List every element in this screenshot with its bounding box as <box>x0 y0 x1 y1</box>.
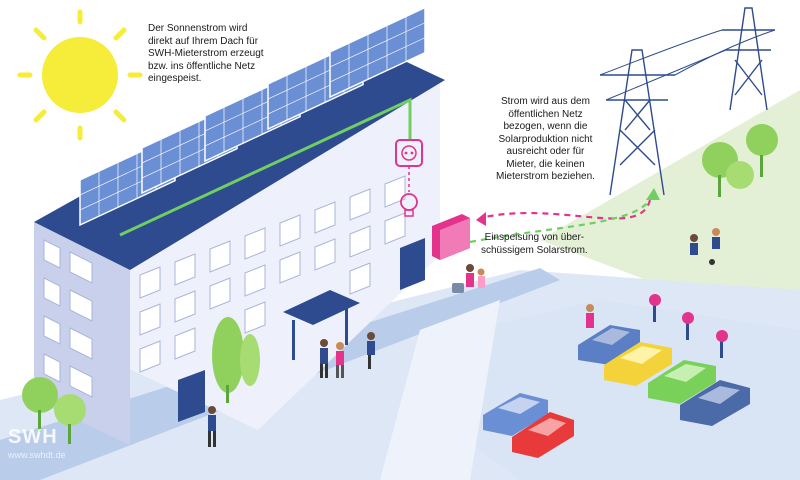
car-green <box>648 360 716 404</box>
feedin-arrowhead <box>476 212 486 226</box>
car-red <box>512 412 574 458</box>
solar-caption-line: direkt auf Ihrem Dach für <box>148 35 259 47</box>
cars <box>483 325 750 458</box>
solar-caption: Der Sonnenstrom wird direkt auf Ihrem Da… <box>148 23 264 86</box>
grid-supply-arrowhead <box>646 188 660 200</box>
sun-icon <box>17 9 143 141</box>
car-navy <box>680 380 750 426</box>
power-pylon-icon <box>599 7 776 196</box>
feedin-arrow <box>479 199 652 220</box>
meter-box <box>432 214 470 260</box>
car-yellow <box>604 342 672 386</box>
solar-power-line <box>119 97 412 237</box>
solar-caption-line: bzw. ins öffentliche Netz <box>148 60 256 72</box>
brand-url: www.swhdt.de <box>8 450 66 460</box>
solar-caption-line: eingespeist. <box>148 73 202 84</box>
feedin-caption-line: Einspeisung von über- <box>484 232 585 243</box>
door-right <box>400 238 425 290</box>
feedin-caption: Einspeisung von über- schüssigem Solarst… <box>481 232 588 257</box>
door-left <box>178 370 205 422</box>
solar-caption-line: Der Sonnenstrom wird <box>148 23 248 34</box>
solar-panels <box>79 6 426 227</box>
grid-supply-arrow <box>469 195 654 244</box>
car-blue-2 <box>483 393 548 436</box>
grid-caption-line: Strom wird aus dem <box>501 96 590 107</box>
grid-caption-line: Mieterstrom beziehen. <box>496 171 595 182</box>
charging-stations <box>649 294 728 358</box>
grid-caption-line: bezogen, wenn die <box>503 121 588 132</box>
brand-logo: SWH <box>8 426 58 448</box>
street-gap <box>380 300 500 480</box>
feedin-caption-line: schüssigem Solarstrom. <box>481 244 588 256</box>
grid-caption-line: ausreicht oder für <box>506 146 585 157</box>
grid-caption-line: öffentlichen Netz <box>508 108 583 120</box>
front-windows <box>139 175 406 373</box>
lawn <box>540 90 800 300</box>
roof <box>34 40 445 270</box>
grid-caption: Strom wird aus dem öffentlichen Netz bez… <box>496 96 595 184</box>
people <box>208 228 720 447</box>
end-windows <box>43 239 93 398</box>
trees <box>22 124 778 444</box>
grid-caption-line: Mieter, die keinen <box>506 158 585 170</box>
solar-caption-line: SWH-Mieterstrom erzeugt <box>148 48 264 59</box>
entrance-canopy <box>283 290 360 360</box>
grid-caption-line: Solarproduktion nicht <box>498 133 593 145</box>
light-bulb-icon <box>400 193 418 217</box>
brand: SWH www.swhdt.de <box>8 426 66 460</box>
